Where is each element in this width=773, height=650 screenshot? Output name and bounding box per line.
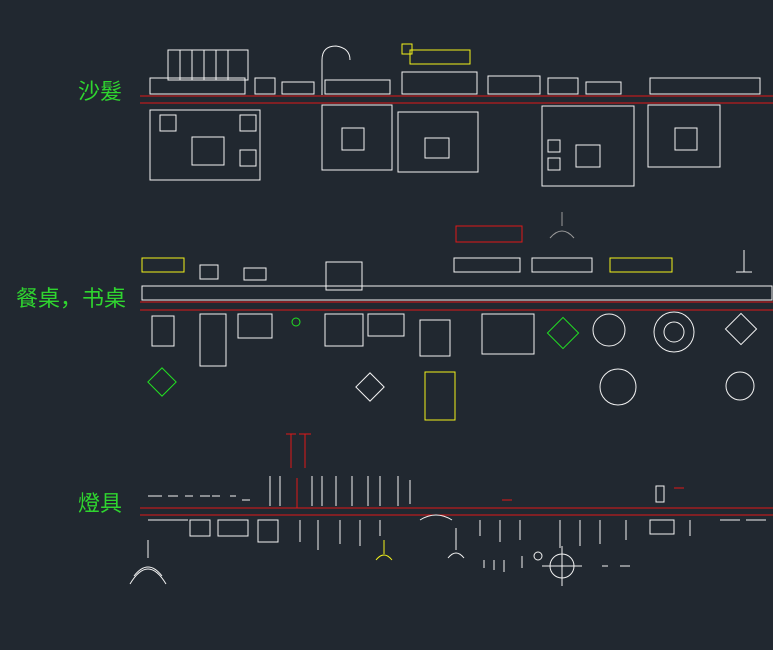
lamp-section xyxy=(129,433,773,586)
chair-set-red xyxy=(455,225,523,243)
round-table-plan xyxy=(653,311,695,353)
section-label-table: 餐桌，书桌 xyxy=(16,287,127,312)
chandelier-gray xyxy=(549,212,575,239)
sofa-plan-seat xyxy=(239,149,257,167)
floor-lamp-arc xyxy=(321,45,351,95)
cabinet-elevation xyxy=(325,261,363,291)
table-plan xyxy=(724,312,758,346)
sofa-plan-seat xyxy=(547,157,561,171)
chandelier-white xyxy=(129,540,167,585)
lamp-fixtures xyxy=(148,514,766,550)
wall-lamps xyxy=(483,556,630,572)
sofa-elevation xyxy=(487,75,541,95)
sofa-plan-table xyxy=(424,137,450,159)
sofa-elevation xyxy=(281,81,315,95)
section-label-sofa: 沙髮 xyxy=(78,80,123,105)
floor-lamp xyxy=(736,250,752,273)
table-plan xyxy=(151,315,175,347)
table-plan xyxy=(419,319,451,357)
table-plan xyxy=(481,313,535,355)
round-table-plan xyxy=(599,368,637,406)
sofa-section xyxy=(140,43,773,187)
sofa-elevation xyxy=(547,77,579,95)
sofa-elevation xyxy=(649,77,761,95)
sofa-plan-seat xyxy=(159,114,177,132)
sofa-plan xyxy=(397,111,479,173)
table-plan xyxy=(367,313,405,337)
sofa-plan-table xyxy=(575,144,601,168)
sofa-elevation xyxy=(149,77,246,95)
dining-set-elevation xyxy=(453,257,521,273)
sofa-elevation xyxy=(167,49,249,81)
chair-set-yellow xyxy=(609,257,673,273)
table-plan-green xyxy=(147,367,177,397)
sofa-elevation-panels xyxy=(179,50,229,80)
table-section xyxy=(140,212,773,421)
sofa-elevation-yellow xyxy=(401,43,413,55)
round-table-plan xyxy=(725,371,755,401)
table-plan xyxy=(199,313,227,367)
pendant-lamp xyxy=(199,264,219,280)
pendant-yellow xyxy=(375,540,393,561)
sofa-plan-table xyxy=(341,127,365,151)
ceiling-lamp-crosshair xyxy=(542,546,582,586)
table-plan xyxy=(324,313,364,347)
table-plan-green xyxy=(291,317,301,327)
sofa-plan xyxy=(321,104,393,171)
round-table-plan xyxy=(592,313,626,347)
sofa-elevation xyxy=(585,81,622,95)
floor-lamp-plan xyxy=(655,485,665,503)
lamp-elevations xyxy=(148,476,411,506)
sofa-plan xyxy=(647,104,721,168)
sofa-elevation xyxy=(401,71,478,95)
round-table-plan-inner xyxy=(663,321,685,343)
sofa-elevation xyxy=(324,79,391,95)
sofa-plan-table xyxy=(674,127,698,151)
sofa-plan-seat xyxy=(547,139,561,153)
pendant-lamp xyxy=(447,528,465,559)
sofa-plan xyxy=(541,105,635,187)
desk-plan-yellow xyxy=(424,371,456,421)
chair-set-yellow xyxy=(141,257,185,273)
sofa-plan xyxy=(149,109,261,181)
table-plan xyxy=(355,372,385,402)
floor-lamp-red xyxy=(502,487,684,501)
ceiling-lamp-plan xyxy=(533,551,543,561)
sofa-elevation-yellow xyxy=(409,49,471,65)
pendant-lamp xyxy=(243,267,267,281)
dining-set-elevation xyxy=(531,257,593,273)
sofa-plan-table xyxy=(191,136,225,166)
sofa-plan-seat xyxy=(239,114,257,132)
section-label-lamp: 燈具 xyxy=(78,492,123,517)
table-plan-green xyxy=(546,316,580,350)
floor-lamps-red xyxy=(286,433,311,508)
sofa-elevation xyxy=(254,77,276,95)
dining-row-elevation xyxy=(141,285,773,301)
table-plan xyxy=(237,313,273,339)
